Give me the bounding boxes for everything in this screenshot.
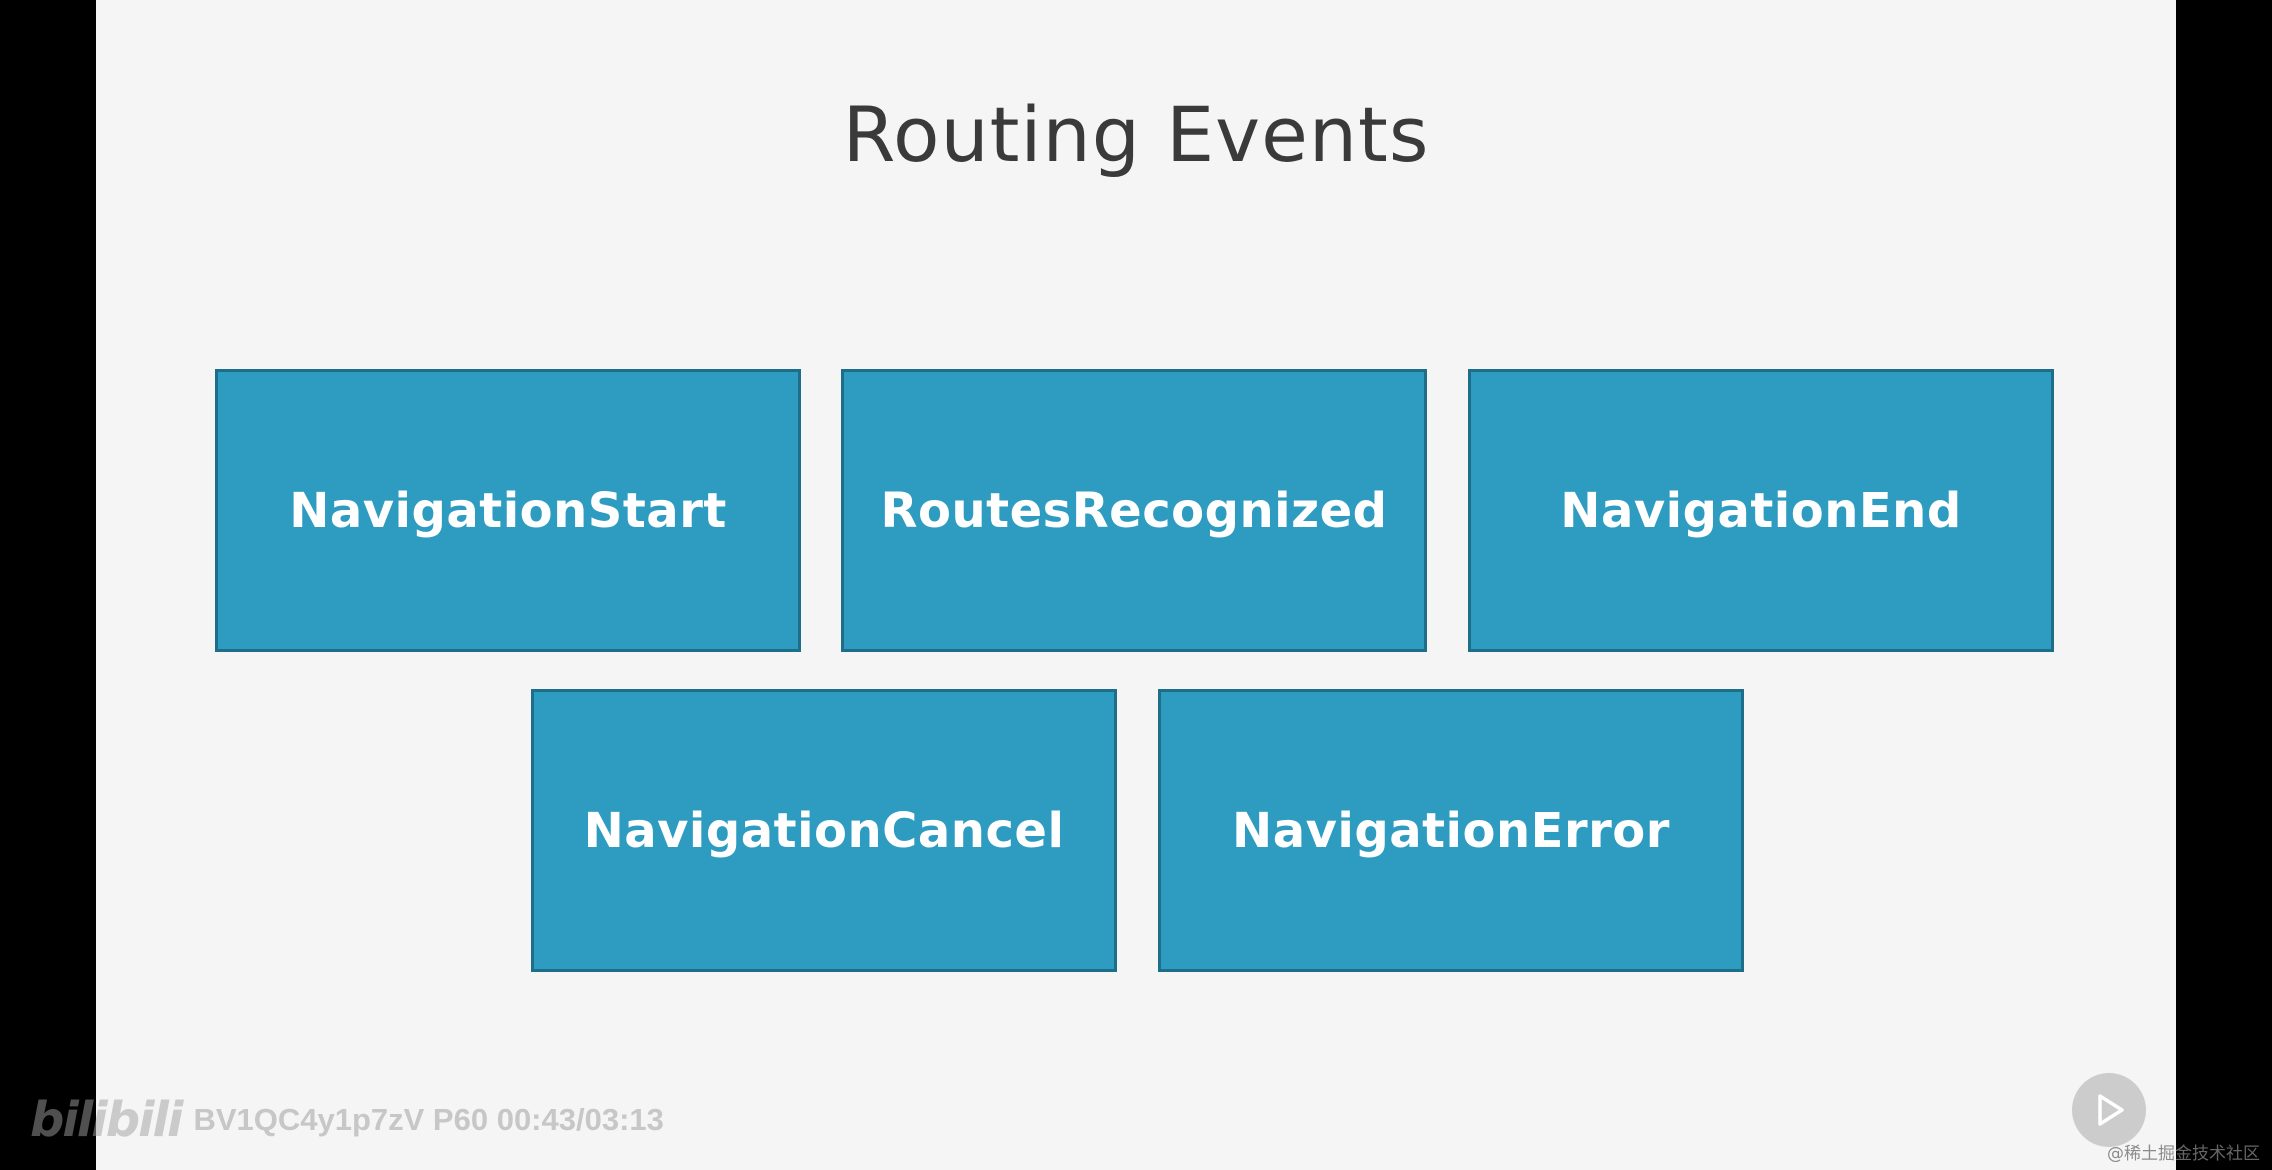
play-button[interactable] [2072, 1073, 2146, 1147]
event-label: RoutesRecognized [880, 482, 1388, 539]
event-box-routes-recognized: RoutesRecognized [841, 369, 1427, 652]
credit-watermark: @稀土掘金技术社区 [2107, 1144, 2260, 1164]
slide-title: Routing Events [842, 90, 1430, 179]
video-watermark: bilibili BV1QC4y1p7zV P60 00:43/03:13 [30, 1090, 664, 1150]
event-box-navigation-error: NavigationError [1158, 689, 1744, 972]
slide: Routing Events NavigationStart RoutesRec… [96, 0, 2176, 1170]
video-id-timestamp: BV1QC4y1p7zV P60 00:43/03:13 [193, 1102, 664, 1137]
event-label: NavigationError [1232, 802, 1670, 859]
event-box-navigation-cancel: NavigationCancel [531, 689, 1117, 972]
event-label: NavigationStart [289, 482, 727, 539]
event-box-navigation-end: NavigationEnd [1468, 369, 2054, 652]
event-label: NavigationEnd [1560, 482, 1962, 539]
event-box-navigation-start: NavigationStart [215, 369, 801, 652]
bilibili-logo: bilibili [30, 1092, 183, 1148]
event-label: NavigationCancel [583, 802, 1065, 859]
play-icon [2098, 1094, 2124, 1126]
